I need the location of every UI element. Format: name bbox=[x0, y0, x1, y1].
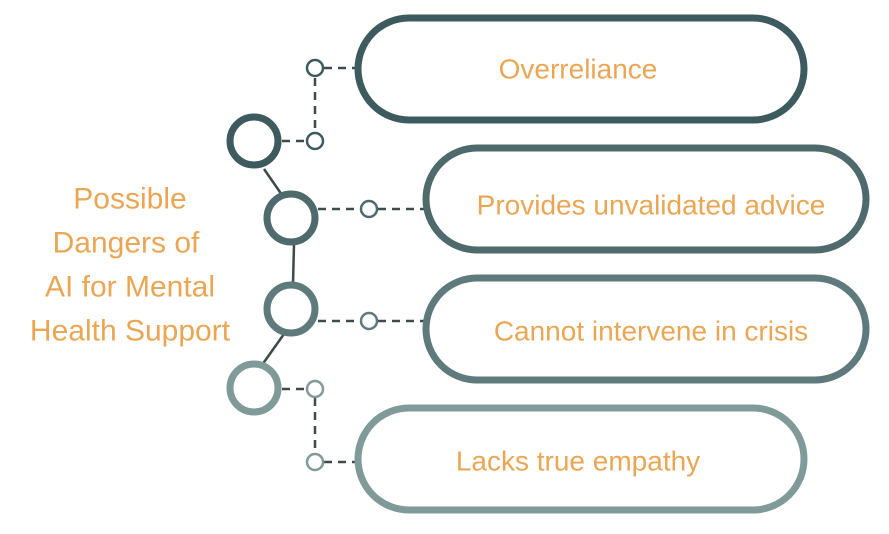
node-dot bbox=[359, 311, 379, 331]
pill-unvalidated-advice bbox=[422, 144, 870, 254]
node-dot bbox=[305, 131, 325, 151]
title-line: AI for Mental bbox=[45, 271, 215, 304]
spine-circle bbox=[263, 281, 319, 337]
spine-circle bbox=[226, 360, 282, 416]
spine-circle bbox=[226, 113, 282, 169]
title-line: Possible bbox=[73, 183, 186, 216]
spine bbox=[260, 168, 296, 366]
pill-cannot-intervene bbox=[422, 274, 870, 384]
item-label: Lacks true empathy bbox=[456, 446, 700, 477]
title-line: Dangers of bbox=[53, 227, 200, 260]
pill-overreliance bbox=[354, 14, 808, 124]
diagram-title: Possible Dangers of AI for Mental Health… bbox=[30, 183, 231, 348]
node-dot bbox=[359, 199, 379, 219]
pills bbox=[354, 14, 870, 514]
title-line: Health Support bbox=[30, 315, 231, 348]
item-label: Provides unvalidated advice bbox=[477, 190, 826, 221]
dashed-connectors bbox=[282, 66, 424, 464]
node-dot bbox=[305, 452, 325, 472]
item-label: Overreliance bbox=[499, 54, 658, 85]
node-dot bbox=[305, 379, 325, 399]
item-label: Cannot intervene in crisis bbox=[494, 316, 808, 347]
node-dot bbox=[305, 58, 325, 78]
pill-lacks-empathy bbox=[354, 404, 808, 514]
spine-circle bbox=[263, 190, 319, 246]
connector-nodes bbox=[305, 58, 379, 472]
spine-circles bbox=[226, 113, 319, 416]
